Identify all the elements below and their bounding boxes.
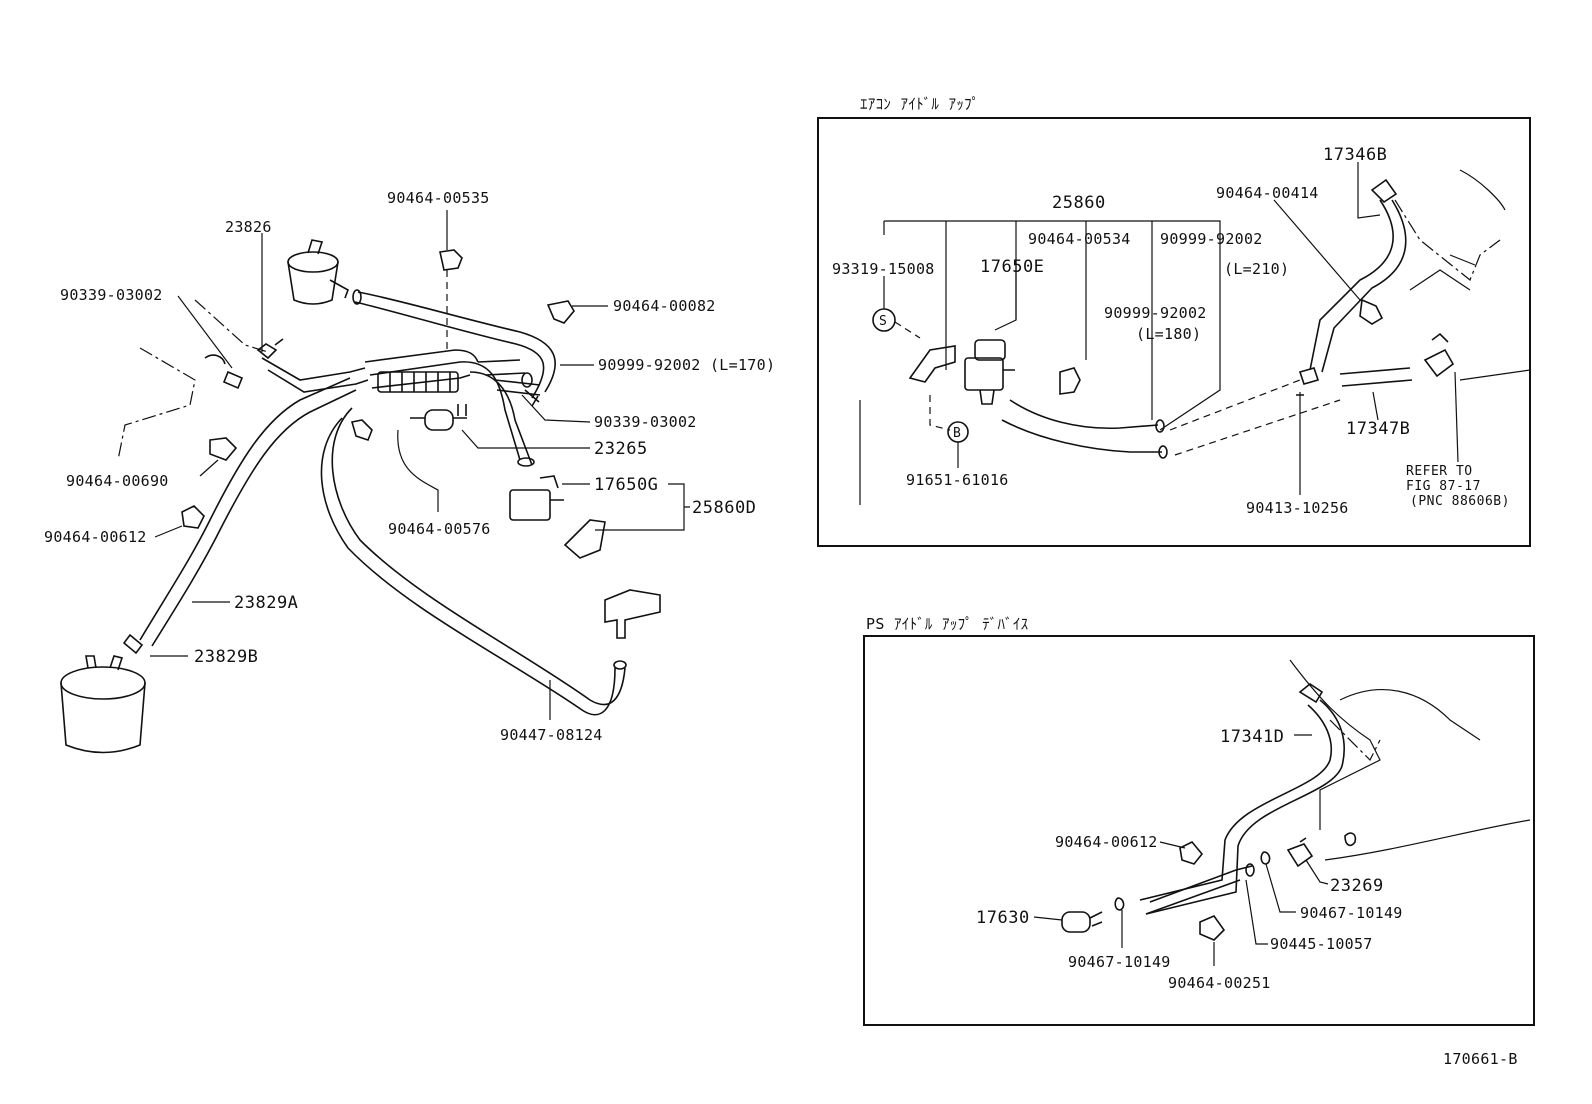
label-refer-pnc: (PNC 88606B)	[1410, 494, 1510, 509]
label-90447-08124: 90447-08124	[500, 726, 603, 744]
vacuum-modulator-drawing	[287, 239, 349, 305]
label-91651-61016: 91651-61016	[906, 471, 1009, 489]
vsv-17630-drawing	[1061, 911, 1103, 933]
label-23829b: 23829B	[194, 647, 258, 667]
vsv-17650e-drawing	[964, 339, 1015, 405]
label-17650g: 17650G	[594, 475, 658, 495]
label-90467-10149-left: 90467-10149	[1068, 953, 1171, 971]
hose-17341d-drawing	[1139, 699, 1345, 915]
vsv-filter-drawing	[377, 371, 459, 393]
label-17347b: 17347B	[1346, 419, 1410, 439]
ps-idle-up-frame	[863, 635, 1535, 1026]
label-90464-00612-main: 90464-00612	[44, 528, 147, 546]
pipe-23826-drawing	[261, 357, 369, 393]
vsv-23265-drawing	[410, 404, 467, 431]
mark-b-letter: B	[953, 426, 961, 441]
label-23826: 23826	[225, 218, 272, 236]
label-l180: (L=180)	[1136, 325, 1201, 343]
label-90464-00082: 90464-00082	[613, 297, 716, 315]
hose-23829a-drawing	[139, 377, 357, 647]
main-assembly: 23826 90339-03002 90464-00535 90464-0008…	[44, 189, 775, 754]
label-90464-00576: 90464-00576	[388, 520, 491, 538]
drawing-number: 170661-B	[1443, 1050, 1518, 1068]
label-90999-92002-l170: 90999-92002 (L=170)	[598, 356, 775, 374]
label-23269: 23269	[1330, 876, 1384, 896]
label-90339-03002-right: 90339-03002	[594, 413, 697, 431]
label-90467-10149-right: 90467-10149	[1300, 904, 1403, 922]
label-90464-00535: 90464-00535	[387, 189, 490, 207]
label-90464-00414: 90464-00414	[1216, 184, 1319, 202]
charcoal-canister-drawing	[60, 655, 146, 754]
label-25860d: 25860D	[692, 498, 756, 518]
label-25860: 25860	[1052, 193, 1106, 213]
label-90464-00612-ps: 90464-00612	[1055, 833, 1158, 851]
label-17346b: 17346B	[1323, 145, 1387, 165]
label-90464-00534: 90464-00534	[1028, 230, 1131, 248]
mark-s-letter: S	[879, 314, 887, 329]
label-90413-10256: 90413-10256	[1246, 499, 1349, 517]
ac-idle-up-panel: ｴｱｺﾝ ｱｲﾄﾞﾙ ｱｯﾌﾟ	[817, 95, 1531, 547]
vsv-17650g-drawing	[509, 475, 564, 521]
label-90464-00690: 90464-00690	[66, 472, 169, 490]
ps-idle-up-title: PS ｱｲﾄﾞﾙ ｱｯﾌﾟ ﾃﾞﾊﾞｲｽ	[866, 615, 1028, 633]
label-90999-92002-l210: 90999-92002	[1160, 230, 1263, 248]
hose-90447-08124-drawing	[320, 407, 626, 716]
label-l210: (L=210)	[1224, 260, 1289, 278]
label-refer-fig: FIG 87-17	[1406, 479, 1481, 494]
label-23265: 23265	[594, 439, 648, 459]
ps-idle-up-panel: PS ｱｲﾄﾞﾙ ｱｯﾌﾟ ﾃﾞﾊﾞｲｽ	[863, 615, 1535, 1026]
label-93319-15008: 93319-15008	[832, 260, 935, 278]
label-23829a: 23829A	[234, 593, 298, 613]
label-90464-00251: 90464-00251	[1168, 974, 1271, 992]
ac-idle-up-frame	[817, 117, 1531, 547]
label-90445-10057: 90445-10057	[1270, 935, 1373, 953]
label-17341d: 17341D	[1220, 727, 1284, 747]
label-17630: 17630	[976, 908, 1030, 928]
label-17650e: 17650E	[980, 257, 1044, 277]
label-refer-to: REFER TO	[1406, 464, 1473, 479]
ac-idle-up-title: ｴｱｺﾝ ｱｲﾄﾞﾙ ｱｯﾌﾟ	[860, 95, 979, 113]
label-90339-03002-left: 90339-03002	[60, 286, 163, 304]
label-90999-92002-l180: 90999-92002	[1104, 304, 1207, 322]
